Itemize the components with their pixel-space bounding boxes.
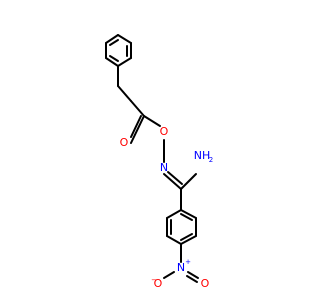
bond [163,173,182,190]
oxime-nitrogen-label: N [160,161,168,174]
bond [130,115,145,144]
bond [109,55,119,62]
bond [105,57,119,67]
bond [117,57,132,67]
bond [166,235,182,245]
nitro-nitrogen-charge: + [185,258,191,266]
bond [143,115,161,127]
propanoyl-chain [117,65,145,144]
bond [180,233,193,241]
bond [167,171,183,185]
top-phenyl-ring [105,34,132,67]
ester-oxime-linkage [143,115,197,190]
nitro-nitrogen-label: N [177,261,185,274]
bond [130,100,145,117]
bond [166,209,182,219]
bond [109,39,119,46]
bond [180,213,193,221]
bond [117,34,132,44]
bond [187,271,199,279]
amine-subscript: 2 [209,156,213,164]
ester-oxygen-label: O [120,136,129,149]
nitro-oxygen-right-label: O [201,277,210,290]
bond [163,271,175,279]
nitro-group-bonds [163,271,199,283]
nitro-oxygen-left-charge: − [151,276,157,284]
bond [130,115,142,138]
linking-oxygen-label: O [160,125,169,138]
molecule-structure: O O N NH 2 N + O − O [105,34,213,290]
bond [180,209,197,219]
amine-label: NH [194,149,211,162]
nitrophenyl-ring [166,188,197,263]
bond [180,173,197,190]
bond [180,235,197,245]
bond [105,34,119,44]
nitro-oxygen-left-label: O [154,277,163,290]
bond [117,85,132,102]
molecule-canvas: O O N NH 2 N + O − O [105,34,214,290]
bond [186,275,198,283]
